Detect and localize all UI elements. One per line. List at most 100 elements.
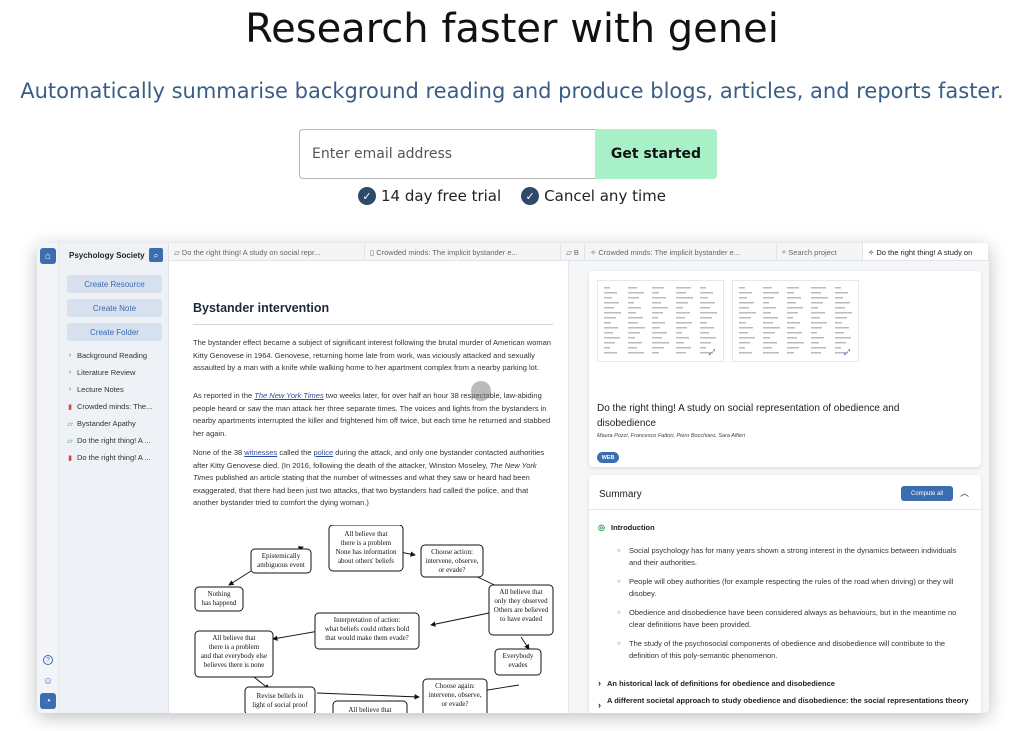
help-icon[interactable]: ?: [43, 655, 53, 665]
thumbnail-line: [676, 322, 692, 324]
page-thumbnail[interactable]: ⤢: [597, 280, 724, 362]
thumbnail-line: [652, 347, 664, 349]
tree-folder[interactable]: ›Background Reading: [68, 351, 148, 360]
page-thumbnail[interactable]: ⤢: [732, 280, 859, 362]
thumbnail-line: [739, 292, 752, 294]
thumbnail-line: [811, 312, 825, 314]
expand-icon[interactable]: ⤢: [708, 348, 715, 357]
thumbnail-line: [604, 327, 618, 329]
compute-all-button[interactable]: Compute all: [901, 486, 953, 501]
thumbnail-line: [763, 322, 773, 324]
tree-file[interactable]: ▮Crowded minds: The...: [68, 402, 153, 411]
diagram-node-label: about others' beliefs: [338, 557, 394, 565]
search-icon[interactable]: ⌕: [149, 248, 163, 262]
thumbnail-line: [835, 327, 849, 329]
thumbnail-line: [652, 307, 668, 309]
thumbnail-line: [811, 337, 824, 339]
thumbnail-line: [811, 292, 821, 294]
thumbnail-line: [787, 292, 794, 294]
thumbnail-line: [604, 332, 613, 334]
thumbnail-line: [787, 317, 793, 319]
thumbnail-line: [604, 342, 615, 344]
tree-file[interactable]: ▱Bystander Apathy: [67, 419, 136, 428]
divider: [193, 324, 553, 325]
tab-document-active[interactable]: ✧ Do the right thing! A study on: [863, 243, 989, 260]
thumbnail-line: [763, 312, 771, 314]
create-note-button[interactable]: Create Note: [67, 299, 162, 317]
thumbnail-table: [604, 287, 717, 354]
check-circle-icon: ✓: [521, 187, 540, 205]
thumbnail-line: [739, 327, 753, 329]
thumbnail-line: [628, 337, 635, 339]
home-icon[interactable]: ⌂: [40, 248, 56, 264]
paragraph: As reported in the The New York Times tw…: [193, 391, 551, 438]
thumbnail-line: [787, 347, 799, 349]
create-folder-button[interactable]: Create Folder: [67, 323, 162, 341]
thumbnail-line: [811, 322, 827, 324]
thumbnail-line: [676, 337, 689, 339]
thumbnail-line: [811, 327, 822, 329]
expand-icon[interactable]: ⤢: [843, 348, 850, 357]
link[interactable]: witnesses: [244, 448, 278, 457]
tree-file[interactable]: ▮Do the right thing! A ...: [68, 453, 151, 462]
thumbnail-line: [811, 342, 819, 344]
create-resource-button[interactable]: Create Resource: [67, 275, 162, 293]
summary-bullet: People will obey authorities (for exampl…: [617, 576, 959, 600]
perk-free-trial: ✓ 14 day free trial: [358, 187, 501, 205]
diagram-node-label: Others are believed: [494, 606, 549, 614]
tab-document[interactable]: ▱ Do the right thing! A study on social …: [169, 243, 365, 260]
summary-section[interactable]: ›An historical lack of definitions for o…: [598, 678, 835, 688]
tree-folder[interactable]: ›Literature Review: [68, 368, 136, 377]
thumbnail-line: [628, 332, 640, 334]
check-circle-icon: ◎: [598, 523, 605, 532]
user-icon[interactable]: ☺: [42, 675, 54, 687]
diagram-node-label: or evade?: [438, 566, 465, 574]
get-started-button[interactable]: Get started: [595, 129, 717, 179]
thumbnail-line: [763, 347, 772, 349]
summary-section[interactable]: ›A different societal approach to study …: [598, 696, 969, 710]
note-icon: ▱: [67, 437, 73, 445]
resource-authors: Maura Pozzi, Francesco Fattori, Piero Bo…: [597, 433, 746, 439]
thumbnail-line: [835, 337, 851, 339]
hero-subtitle: Automatically summarise background readi…: [20, 79, 1004, 103]
tree-file[interactable]: ▱Do the right thing! A ...: [67, 436, 151, 445]
thumbnail-line: [835, 287, 841, 289]
thumbnail-line: [676, 292, 686, 294]
thumbnail-line: [787, 302, 796, 304]
thumbnail-line: [835, 342, 846, 344]
tree-folder[interactable]: ›Lecture Notes: [68, 385, 124, 394]
tab-search[interactable]: ⌕ Search project: [777, 243, 863, 260]
thumbnail-line: [700, 312, 717, 314]
project-sidebar: Psychology Society ⌕ Create Resource Cre…: [59, 243, 169, 713]
thumbnail-line: [604, 302, 619, 304]
project-name: Psychology Society: [69, 251, 145, 260]
thumbnail-line: [763, 342, 777, 344]
chevron-up-icon[interactable]: ︿: [960, 488, 970, 498]
document-pane: Bystander intervention The bystander eff…: [169, 261, 569, 713]
thumbnail-line: [676, 307, 683, 309]
thumbnail-line: [652, 342, 669, 344]
email-field[interactable]: [299, 129, 595, 179]
thumbnail-line: [676, 317, 685, 319]
thumbnail-line: [763, 332, 775, 334]
thumbnail-line: [604, 307, 614, 309]
thumbnail-line: [628, 352, 644, 354]
timer-icon[interactable]: ◔: [40, 693, 56, 709]
thumbnail-line: [628, 307, 641, 309]
thumbnail-line: [628, 347, 637, 349]
diagram-node-label: that would make them evade?: [325, 634, 409, 642]
diagram-node-label: All believe that: [212, 634, 255, 642]
thumbnail-line: [628, 302, 634, 304]
perk-cancel: ✓ Cancel any time: [521, 187, 666, 205]
link[interactable]: The New York Times: [254, 391, 324, 400]
tab-document[interactable]: ▱ B: [561, 243, 585, 260]
thumbnail-line: [763, 317, 778, 319]
thumbnail-line: [652, 317, 658, 319]
diagram-node-label: and that everybody else: [201, 652, 267, 660]
link[interactable]: police: [313, 448, 334, 457]
summary-section-introduction[interactable]: ◎Introduction: [598, 523, 655, 532]
thumbnail-line: [739, 307, 749, 309]
tab-document[interactable]: ✧ Crowded minds: The implicit bystander …: [585, 243, 777, 260]
thumbnail-line: [811, 352, 821, 354]
tab-document[interactable]: ▯ Crowded minds: The implicit bystander …: [365, 243, 561, 260]
